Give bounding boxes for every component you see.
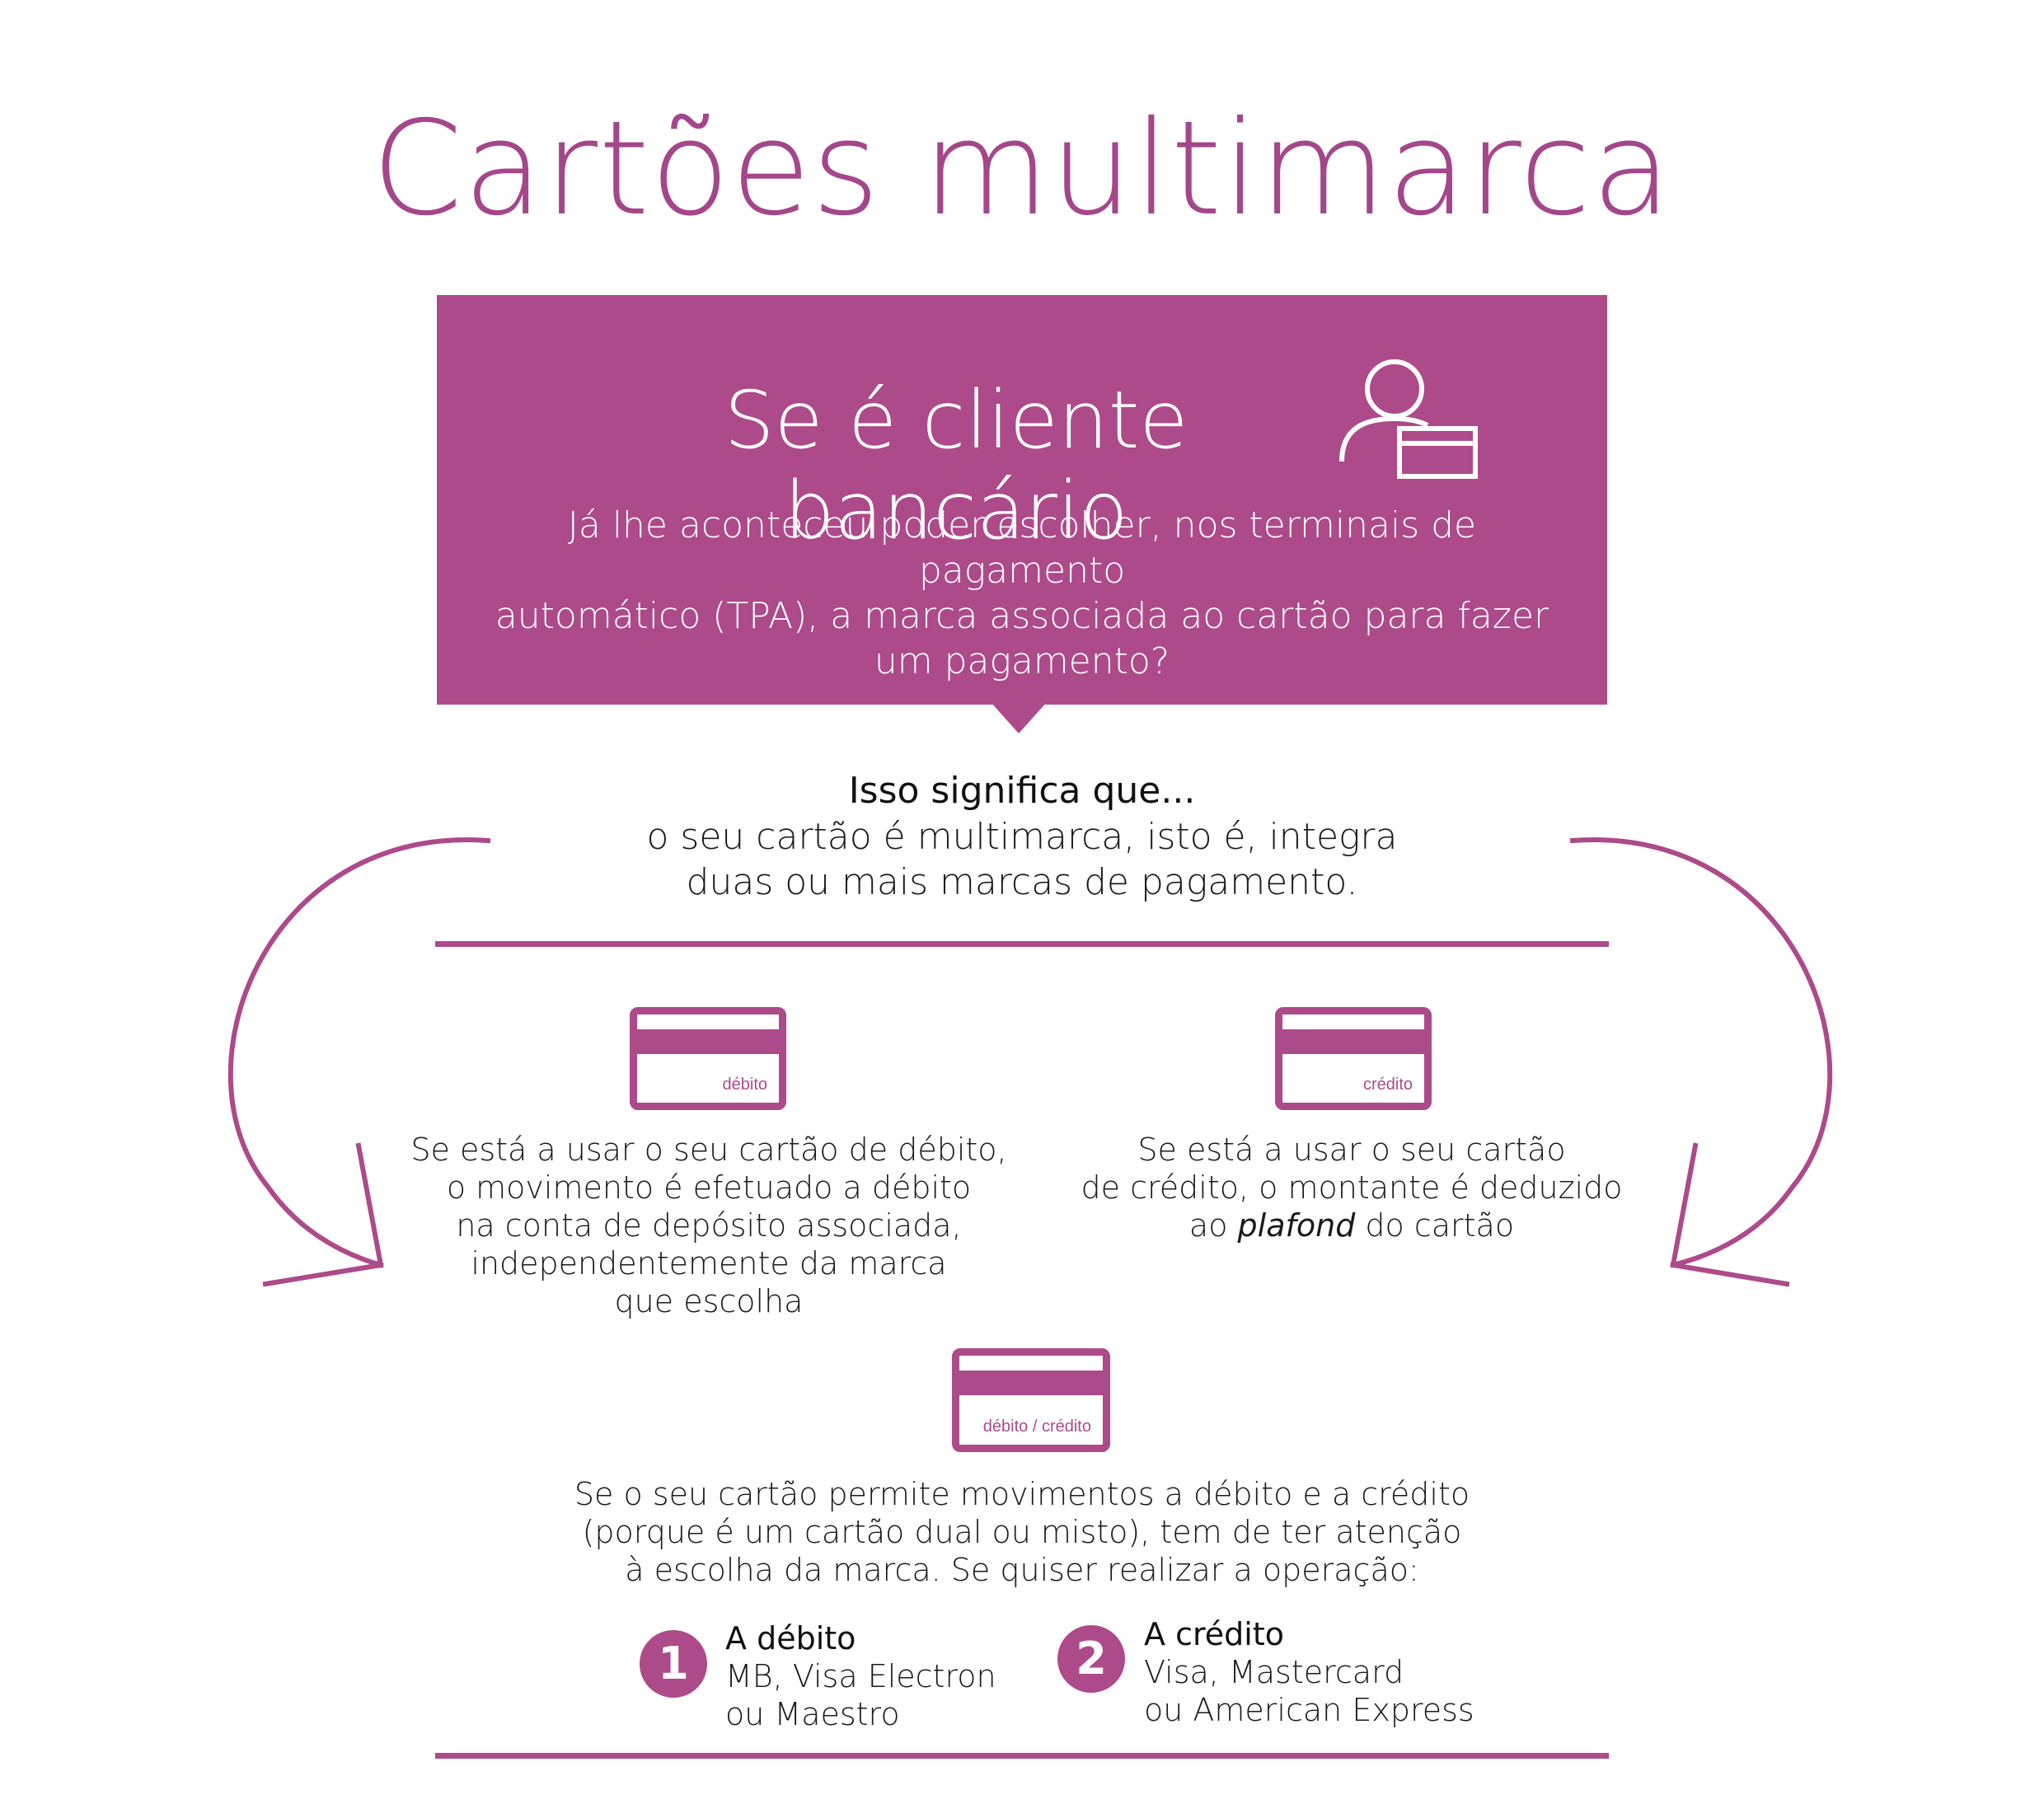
debit-line: independentemente da marca (471, 1245, 947, 1282)
page-title: Cartões multimarca (371, 93, 1673, 245)
credit-card-icon: crédito (1275, 1007, 1432, 1110)
card-label: crédito (1362, 1075, 1413, 1094)
debit-line: que escolha (614, 1283, 804, 1319)
meaning-line: duas ou mais marcas de pagamento. (686, 861, 1358, 903)
meaning-text: o seu cartão é multimarca, isto é, integ… (0, 814, 2044, 905)
dual-card-icon: débito / crédito (952, 1348, 1110, 1452)
banner-question: Já lhe aconteceu poder escolher, nos ter… (462, 503, 1582, 684)
option-1-line: MB, Visa Electron (725, 1658, 996, 1694)
credit-line: ao plafond do cartão (1022, 1207, 1681, 1244)
option-1-badge: 1 (640, 1630, 707, 1698)
meaning-line: o seu cartão é multimarca, isto é, integ… (646, 816, 1398, 858)
debit-line: Se está a usar o seu cartão de débito, (410, 1132, 1007, 1168)
dual-description: Se o seu cartão permite movimentos a déb… (527, 1475, 1517, 1589)
card-stripe (637, 1029, 779, 1054)
debit-line: na conta de depósito associada, (456, 1207, 962, 1244)
banner-question-line: um pagamento? (874, 640, 1170, 682)
card-label: débito (722, 1075, 768, 1094)
banner-pointer (991, 702, 1047, 733)
option-2-badge: 2 (1057, 1625, 1125, 1693)
debit-line: o movimento é efetuado a débito (446, 1169, 972, 1206)
bottom-divider (435, 1753, 1609, 1759)
dual-line: (porque é um cartão dual ou misto), tem … (582, 1514, 1462, 1550)
plafond-term: plafond (1237, 1207, 1356, 1244)
credit-description: Se está a usar o seu cartão de crédito, … (1022, 1131, 1681, 1244)
option-2-line: ou American Express (1144, 1692, 1474, 1728)
card-stripe (1282, 1029, 1424, 1054)
option-2-title: A crédito (1144, 1616, 1284, 1652)
user-card-icon (1339, 359, 1478, 479)
option-1-title: A débito (725, 1620, 856, 1656)
banner-question-line: Já lhe aconteceu poder escolher, nos ter… (567, 504, 1477, 592)
option-2: A crédito Visa, Mastercard ou American E… (1144, 1615, 1540, 1729)
dual-line: à escolha da marca. Se quiser realizar a… (625, 1552, 1419, 1588)
top-divider (435, 941, 1609, 947)
card-stripe (959, 1371, 1103, 1395)
credit-line-post: do cartão (1355, 1207, 1515, 1244)
option-1: A débito MB, Visa Electron ou Maestro (725, 1619, 1071, 1733)
credit-line: de crédito, o montante é deduzido (1081, 1169, 1623, 1206)
dual-line: Se o seu cartão permite movimentos a déb… (574, 1476, 1470, 1512)
debit-description: Se está a usar o seu cartão de débito, o… (363, 1131, 1055, 1320)
banner-heading: Se é cliente bancário (724, 374, 1188, 558)
debit-card-icon: débito (630, 1007, 786, 1110)
banner-question-line: automático (TPA), a marca associada ao c… (495, 595, 1549, 637)
banner (437, 295, 1607, 705)
credit-line-pre: ao (1188, 1207, 1238, 1244)
option-2-line: Visa, Mastercard (1144, 1654, 1404, 1690)
meaning-heading: Isso significa que... (848, 770, 1196, 812)
option-1-line: ou Maestro (725, 1696, 900, 1732)
card-label: débito / crédito (982, 1417, 1091, 1436)
credit-line: Se está a usar o seu cartão (1137, 1132, 1566, 1168)
